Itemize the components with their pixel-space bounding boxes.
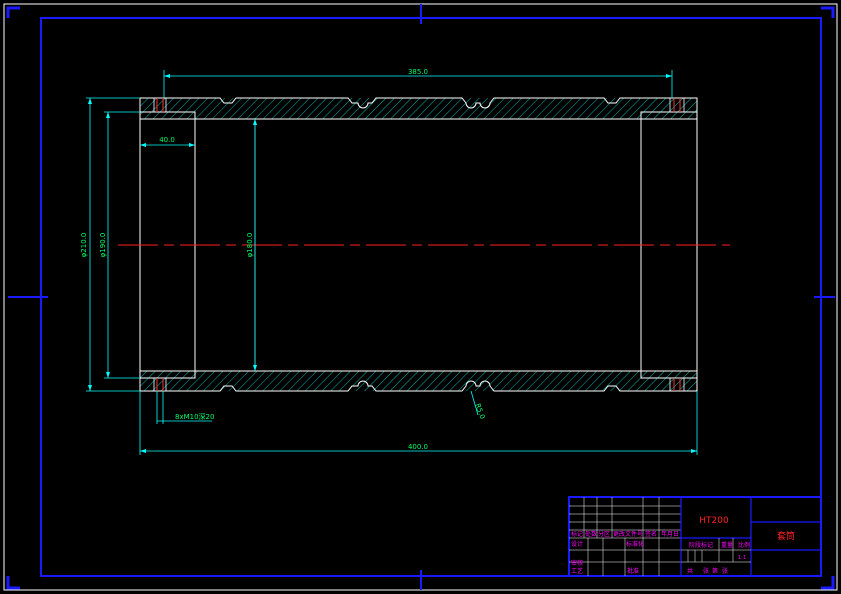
threaded-hole-left-bottom: [156, 378, 164, 391]
dim-groove-radius: R5.0: [473, 402, 486, 420]
centering-marks: [8, 4, 835, 590]
row-label-mark: 标记: [571, 530, 583, 538]
dim-overall-bottom: 400.0: [408, 443, 428, 451]
row-label-date: 年月日: [661, 530, 679, 538]
approve-label: 批准: [627, 567, 639, 575]
stage-mark-label: 阶段标记: [689, 541, 713, 549]
sheet-number: 第: [712, 567, 718, 575]
row-label-change-doc: 更改文件号: [613, 530, 643, 538]
top-wall-hatch: [140, 98, 697, 119]
part-name: 套筒: [777, 530, 795, 542]
scale-value: 1:1: [738, 555, 746, 561]
row-label-signature: 签名: [645, 530, 657, 538]
dim-inner-diameter: φ190.0: [99, 233, 107, 258]
sheet-border: [3, 3, 838, 591]
row-label-zone: 分区: [598, 530, 610, 538]
dim-bore-diameter: φ180.0: [246, 233, 254, 258]
material-label: HT200: [699, 516, 729, 526]
bottom-wall-outline: [139, 370, 698, 392]
standard-label: 标准化: [626, 540, 644, 548]
top-wall-outline: [139, 97, 698, 120]
threaded-hole-right-top: [673, 98, 681, 112]
sheets-total-unit: 张: [703, 567, 709, 575]
dimensions: 385.0 40.0 φ210.0 φ190.0 φ180.0 R5.0 8xM: [80, 68, 698, 455]
process-label: 工艺: [571, 567, 583, 575]
bottom-wall-hatch: [140, 371, 697, 391]
dim-overall-top: 385.0: [408, 68, 428, 76]
sheet-number-unit: 张: [722, 567, 728, 575]
threaded-hole-left-top: [156, 98, 164, 112]
sleeve-section: [118, 97, 730, 392]
title-block: HT200 套筒 标记 处数 分区 更改文件号 签名 年月日 设计 标准化 审核…: [568, 496, 822, 577]
design-label: 设计: [571, 540, 583, 548]
weight-label: 重量: [721, 541, 733, 549]
dim-bore-length: 40.0: [159, 136, 175, 144]
dim-outer-diameter: φ210.0: [80, 233, 88, 258]
dim-bolt-callout: 8xM10深20: [175, 412, 214, 421]
review-label: 审核: [571, 559, 583, 567]
threaded-hole-right-bottom: [673, 378, 681, 391]
sheets-total: 共: [687, 567, 693, 575]
row-label-count: 处数: [585, 530, 597, 538]
scale-label: 比例: [738, 541, 750, 549]
corner-marks: [6, 6, 835, 590]
